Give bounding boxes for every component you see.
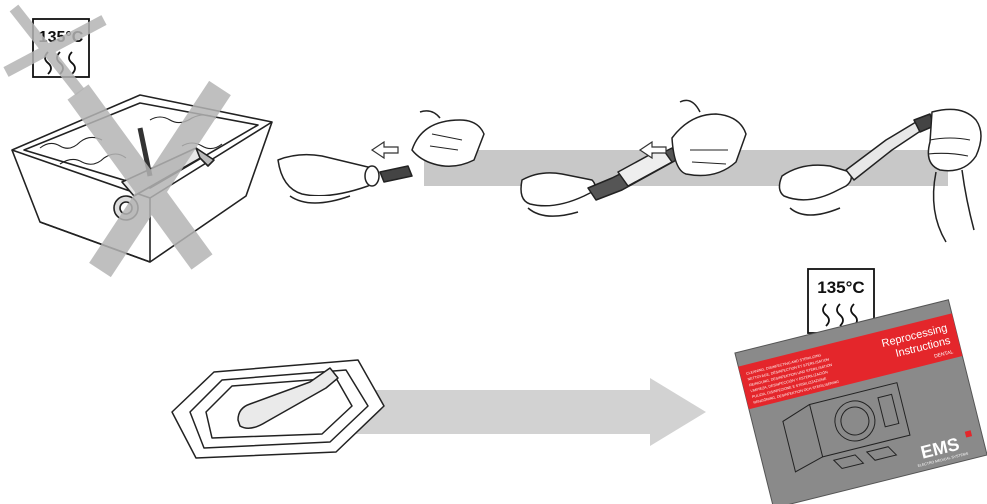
cleaning-sequence (278, 100, 981, 242)
direction-arrow (372, 142, 398, 158)
sterilization-sequence: 135°C Reprocessing Instructions DENTAL C… (172, 269, 987, 504)
prohibited-cross (78, 88, 220, 270)
temperature-label: 135°C (817, 278, 864, 297)
reprocessing-manual: Reprocessing Instructions DENTAL CLEANIN… (735, 300, 987, 504)
temperature-box-crossed: 135°C (6, 8, 104, 92)
panel-remove-nozzle (278, 111, 484, 203)
sterilization-pouch (172, 360, 384, 458)
